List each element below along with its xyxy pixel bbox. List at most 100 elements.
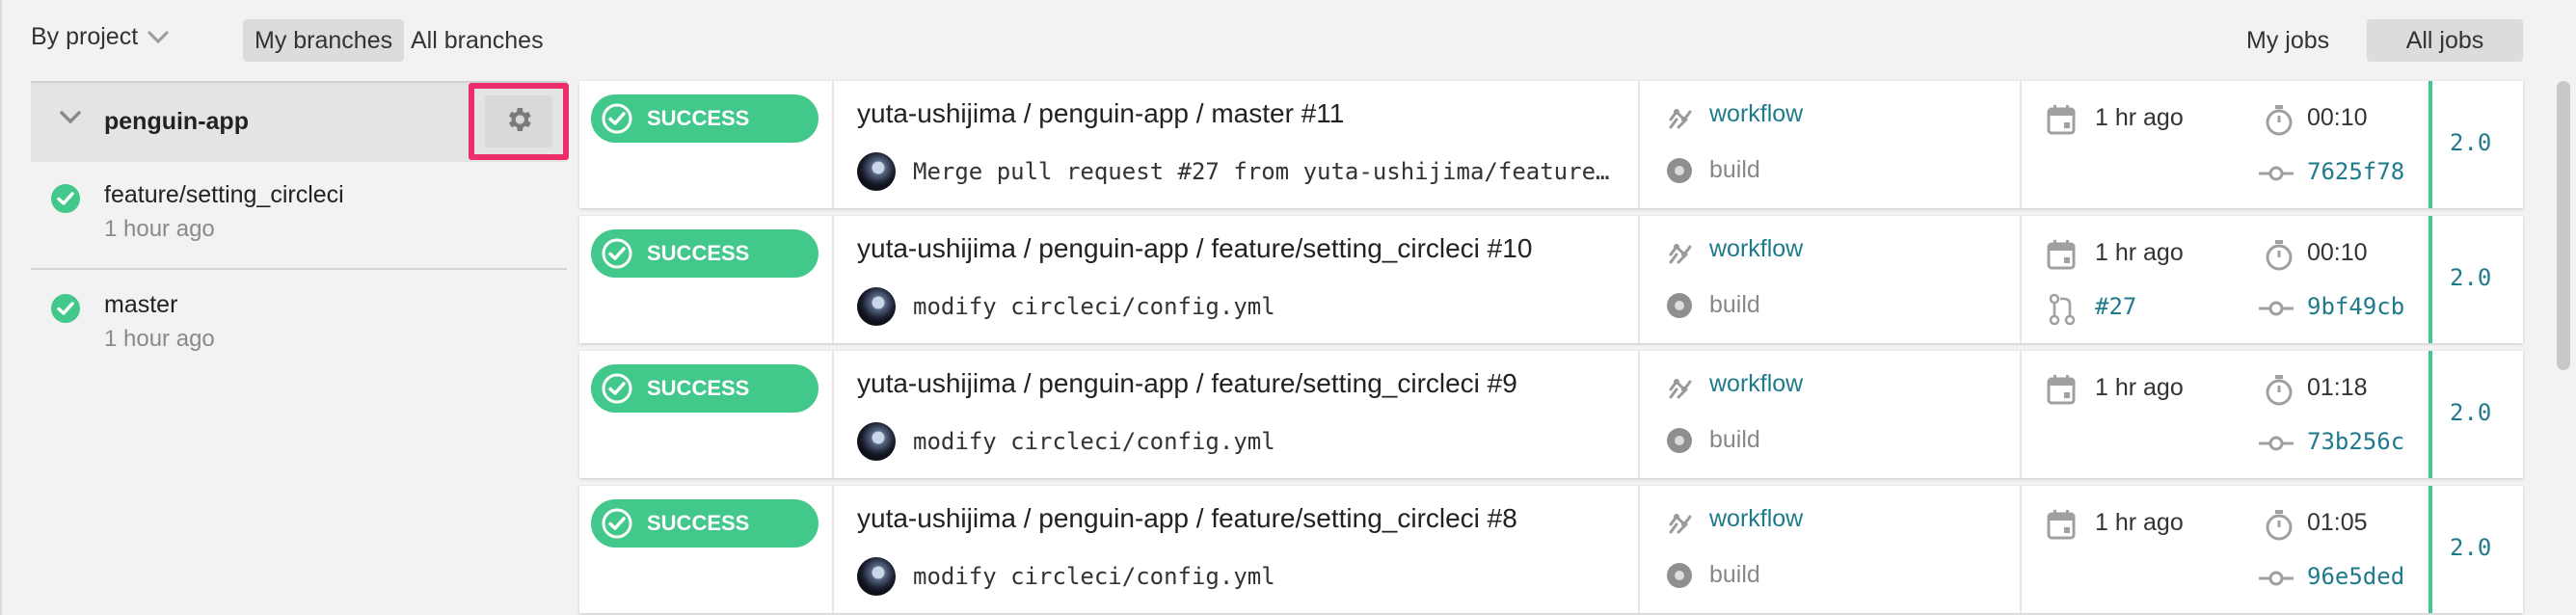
commit-icon	[2259, 301, 2294, 321]
status-label: SUCCESS	[647, 241, 750, 265]
pull-request-icon	[2049, 293, 2076, 331]
timing-cell: 1 hr ago 01:18 73b256c	[2022, 351, 2427, 478]
workflow-link[interactable]: workflow	[1709, 100, 1804, 127]
check-circle-icon	[602, 373, 632, 404]
job-name: build	[1709, 156, 1760, 183]
job-name: build	[1709, 561, 1760, 588]
commit-sha-link[interactable]: 96e5ded	[2307, 563, 2405, 590]
top-toolbar: By project My branches All branches My j…	[0, 0, 2576, 81]
stopwatch-icon	[2265, 239, 2294, 277]
project-settings-button[interactable]	[469, 83, 569, 160]
config-version-cell: 2.0	[2428, 351, 2523, 478]
gear-icon	[503, 104, 534, 140]
build-info-cell: yuta-ushijima / penguin-app / feature/se…	[834, 351, 1640, 478]
workflow-cell: workflow build	[1640, 81, 2022, 208]
collapse-chevron-icon[interactable]	[60, 111, 81, 129]
timing-cell: 1 hr ago 01:05 96e5ded	[2022, 486, 2427, 613]
workflow-cell: workflow build	[1640, 486, 2022, 613]
branch-sidebar: penguin-app feature/setting_circleci 1 h…	[31, 81, 569, 615]
build-time-ago: 1 hr ago	[2095, 239, 2184, 266]
build-duration: 01:05	[2307, 509, 2368, 536]
commit-icon	[2259, 436, 2294, 456]
all-jobs-button[interactable]: All jobs	[2367, 19, 2523, 62]
workflow-cell: workflow build	[1640, 351, 2022, 478]
config-version-cell: 2.0	[2428, 486, 2523, 613]
commit-message: modify circleci/config.yml	[913, 293, 1275, 320]
status-badge[interactable]: SUCCESS	[591, 229, 818, 278]
build-time-ago: 1 hr ago	[2095, 104, 2184, 131]
workflow-icon	[1665, 374, 1696, 410]
job-name: build	[1709, 291, 1760, 318]
status-badge[interactable]: SUCCESS	[591, 364, 818, 413]
status-badge[interactable]: SUCCESS	[591, 499, 818, 548]
build-title-link[interactable]: yuta-ushijima / penguin-app / master #11	[857, 98, 1345, 128]
avatar	[857, 287, 896, 326]
config-version: 2.0	[2450, 264, 2492, 291]
my-branches-button[interactable]: My branches	[243, 19, 405, 62]
all-branches-button[interactable]: All branches	[411, 27, 544, 54]
build-info-cell: yuta-ushijima / penguin-app / master #11…	[834, 81, 1640, 208]
sidebar-branch-item[interactable]: feature/setting_circleci 1 hour ago	[31, 177, 567, 285]
status-label: SUCCESS	[647, 106, 750, 130]
job-name: build	[1709, 426, 1760, 453]
check-circle-icon	[50, 293, 81, 329]
check-circle-icon	[602, 238, 632, 269]
check-circle-icon	[602, 103, 632, 134]
calendar-icon	[2047, 374, 2076, 410]
job-dot-icon	[1667, 293, 1692, 318]
avatar	[857, 422, 896, 461]
build-info-cell: yuta-ushijima / penguin-app / feature/se…	[834, 486, 1640, 613]
check-circle-icon	[50, 183, 81, 219]
build-title-link[interactable]: yuta-ushijima / penguin-app / feature/se…	[857, 503, 1517, 533]
status-badge[interactable]: SUCCESS	[591, 94, 818, 143]
sidebar-branch-item[interactable]: master 1 hour ago	[31, 287, 567, 395]
commit-message: modify circleci/config.yml	[913, 428, 1275, 455]
branch-name[interactable]: master	[104, 291, 178, 318]
vertical-scrollbar[interactable]	[2557, 81, 2570, 370]
status-cell: SUCCESS	[579, 486, 834, 613]
calendar-icon	[2047, 239, 2076, 275]
workflow-icon	[1665, 509, 1696, 545]
config-version-cell: 2.0	[2428, 216, 2523, 343]
branch-name[interactable]: feature/setting_circleci	[104, 181, 344, 208]
build-duration: 00:10	[2307, 239, 2368, 266]
workflow-icon	[1665, 239, 1696, 275]
stopwatch-icon	[2265, 104, 2294, 142]
calendar-icon	[2047, 104, 2076, 140]
config-version: 2.0	[2450, 129, 2492, 156]
chevron-down-icon	[148, 31, 169, 44]
project-row[interactable]: penguin-app	[31, 83, 569, 162]
project-name: penguin-app	[104, 108, 249, 135]
workflow-link[interactable]: workflow	[1709, 235, 1804, 262]
workflow-link[interactable]: workflow	[1709, 505, 1804, 532]
stopwatch-icon	[2265, 509, 2294, 547]
status-label: SUCCESS	[647, 376, 750, 400]
build-title-link[interactable]: yuta-ushijima / penguin-app / feature/se…	[857, 368, 1517, 398]
pull-request-link[interactable]: #27	[2095, 293, 2137, 320]
commit-sha-link[interactable]: 7625f78	[2307, 158, 2405, 185]
build-title-link[interactable]: yuta-ushijima / penguin-app / feature/se…	[857, 233, 1533, 263]
avatar	[857, 557, 896, 596]
build-duration: 01:18	[2307, 374, 2368, 401]
stopwatch-icon	[2265, 374, 2294, 412]
by-project-dropdown[interactable]: By project	[31, 23, 169, 51]
status-cell: SUCCESS	[579, 81, 834, 208]
build-time-ago: 1 hr ago	[2095, 374, 2184, 401]
branch-time: 1 hour ago	[104, 326, 215, 352]
workflow-link[interactable]: workflow	[1709, 370, 1804, 397]
config-version-cell: 2.0	[2428, 81, 2523, 208]
config-version: 2.0	[2450, 399, 2492, 426]
build-info-cell: yuta-ushijima / penguin-app / feature/se…	[834, 216, 1640, 343]
build-time-ago: 1 hr ago	[2095, 509, 2184, 536]
sidebar-divider	[31, 81, 567, 83]
commit-message: Merge pull request #27 from yuta-ushijim…	[913, 158, 1617, 185]
commit-sha-link[interactable]: 9bf49cb	[2307, 293, 2405, 320]
commit-sha-link[interactable]: 73b256c	[2307, 428, 2405, 455]
job-dot-icon	[1667, 428, 1692, 453]
build-duration: 00:10	[2307, 104, 2368, 131]
workflow-icon	[1665, 104, 1696, 140]
build-card: SUCCESS yuta-ushijima / penguin-app / fe…	[579, 216, 2523, 343]
branch-divider	[31, 268, 567, 270]
my-jobs-button[interactable]: My jobs	[2246, 27, 2330, 54]
config-version: 2.0	[2450, 534, 2492, 561]
